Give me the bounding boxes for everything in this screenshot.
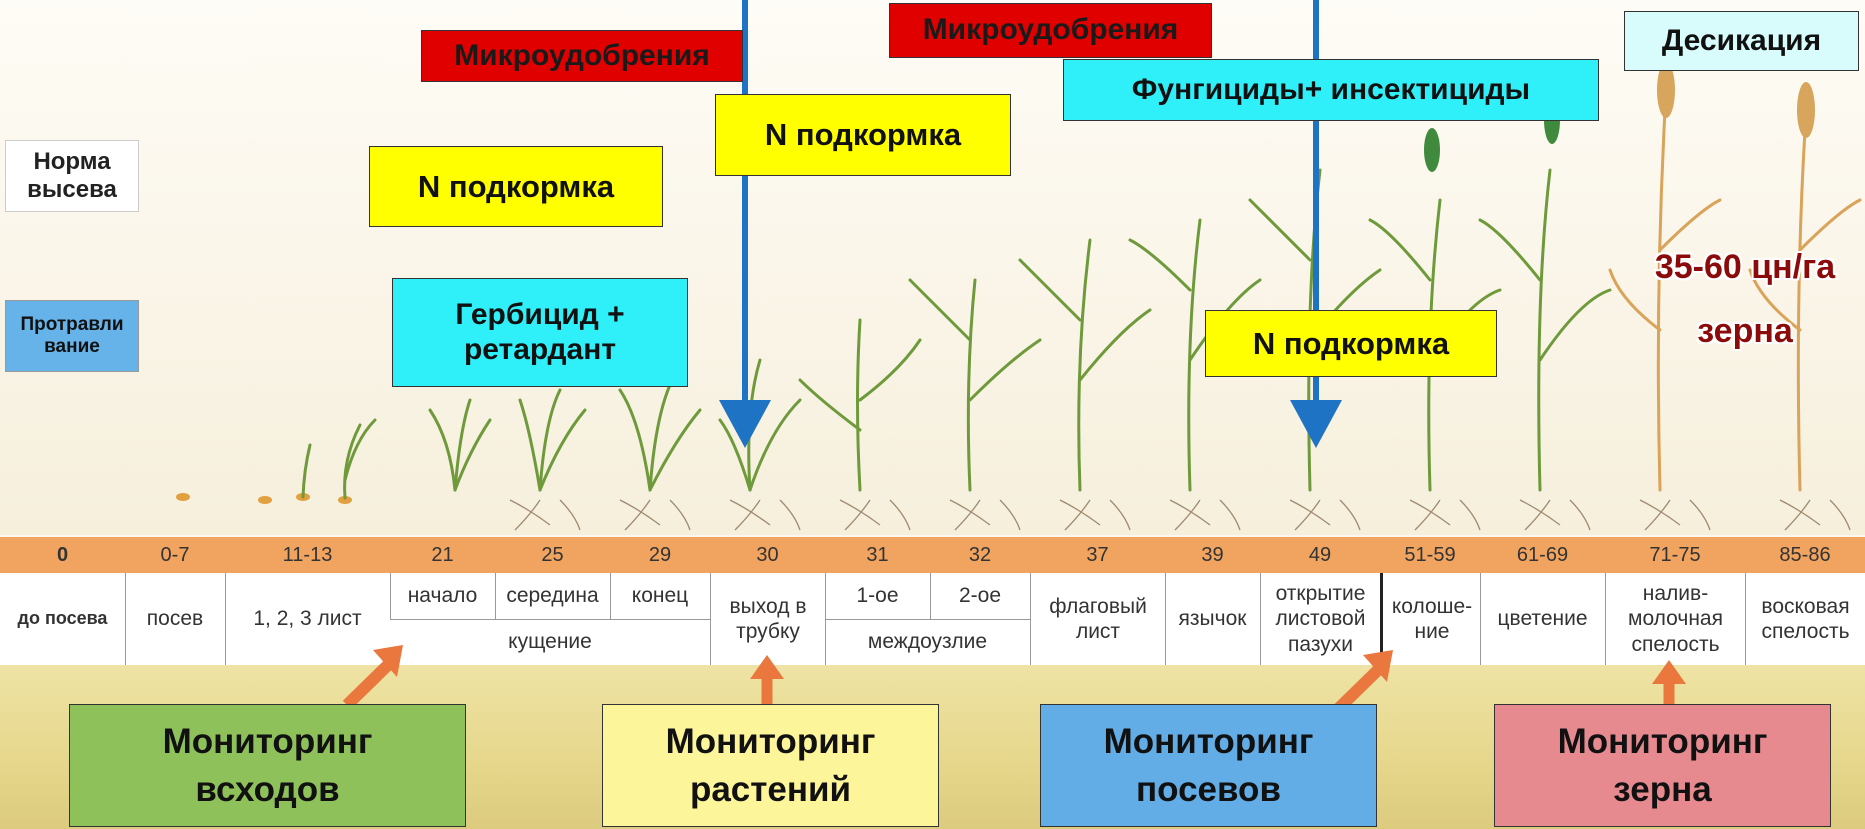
blue-arrow-head-2 <box>1290 400 1342 450</box>
stage-code-61-69: 61-69 <box>1480 537 1605 573</box>
monitoring-grain-box: Мониторинг зерна <box>1494 704 1831 827</box>
stage-tillering-end: конец <box>610 573 710 619</box>
stage-code-32: 32 <box>930 537 1030 573</box>
stage-milk-ripeness: налив- молочная спелость <box>1607 573 1744 665</box>
divider <box>710 573 711 665</box>
divider <box>1605 573 1606 665</box>
desiccation-box: Десикация <box>1624 11 1859 71</box>
stage-code-37: 37 <box>1030 537 1165 573</box>
orange-arrow-plants <box>750 655 784 710</box>
seeding-rate-label: Норма высева <box>5 140 139 212</box>
divider <box>1030 573 1031 665</box>
stage-tillering: кущение <box>390 619 710 665</box>
stage-code-31: 31 <box>825 537 930 573</box>
orange-arrow-grain <box>1652 660 1686 710</box>
fungicides-insecticides-box: Фунгициды+ инсектициды <box>1063 59 1599 121</box>
stage-ligule: язычок <box>1165 573 1260 665</box>
stage-code-49: 49 <box>1260 537 1380 573</box>
n-feeding-box-1: N подкормка <box>369 146 663 227</box>
stage-code-71-75: 71-75 <box>1605 537 1745 573</box>
stage-tillering-middle: середина <box>495 573 610 619</box>
yield-text: 35-60 цн/га зерна <box>1625 235 1865 363</box>
divider <box>1745 573 1746 665</box>
stage-wax-ripeness: восковая спелость <box>1747 573 1864 665</box>
micro-fertilizer-box-1: Микроудобрения <box>421 30 743 82</box>
stage-flag-leaf: флаговый лист <box>1032 573 1164 665</box>
stage-internode: междоузлие <box>825 619 1030 665</box>
stage-flowering: цветение <box>1480 573 1605 665</box>
stage-booting: выход в трубку <box>712 573 824 665</box>
monitoring-emergence-box: Мониторинг всходов <box>69 704 466 827</box>
blue-arrow-head-1 <box>719 400 771 450</box>
micro-fertilizer-box-2: Микроудобрения <box>889 3 1212 58</box>
stage-internode-second: 2-ое <box>930 573 1030 619</box>
before-sowing-label: до посева <box>0 573 125 665</box>
stage-code-0-7: 0-7 <box>125 537 225 573</box>
code-before-sowing: 0 <box>0 537 125 573</box>
stage-code-51-59: 51-59 <box>1380 537 1480 573</box>
stage-heading: колоше- ние <box>1385 573 1479 665</box>
monitoring-plants-box: Мониторинг растений <box>602 704 939 827</box>
stage-code-30: 30 <box>710 537 825 573</box>
treatment-label: Протравли вание <box>5 300 139 372</box>
stage-internode-first: 1-ое <box>825 573 930 619</box>
stage-tillering-start: начало <box>390 573 495 619</box>
stage-code-21: 21 <box>390 537 495 573</box>
stage-code-85-86: 85-86 <box>1745 537 1865 573</box>
n-feeding-box-2: N подкормка <box>715 94 1011 176</box>
stage-code-29: 29 <box>610 537 710 573</box>
stage-code-25: 25 <box>495 537 610 573</box>
n-feeding-box-3: N подкормка <box>1205 310 1497 377</box>
orange-arrow-emergence <box>335 645 405 710</box>
herbicide-retardant-box: Гербицид + ретардант <box>392 278 688 387</box>
stage-code-39: 39 <box>1165 537 1260 573</box>
stage-code-11-13: 11-13 <box>225 537 390 573</box>
stage-sowing: посев <box>125 573 225 665</box>
divider <box>1260 573 1261 665</box>
monitoring-crops-box: Мониторинг посевов <box>1040 704 1377 827</box>
